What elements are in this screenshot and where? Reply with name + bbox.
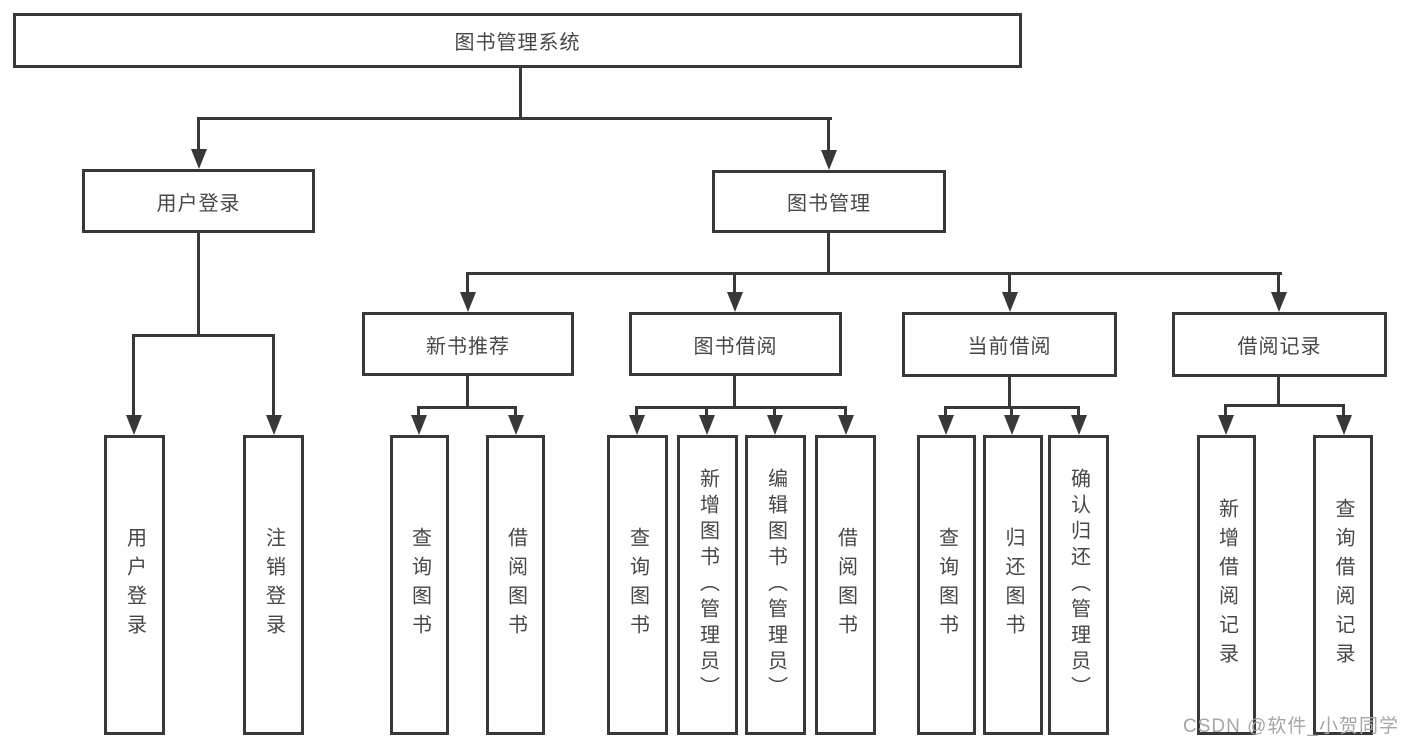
connector-line [773,406,776,418]
arrow-down [508,415,524,435]
connector-line [944,406,947,418]
connector-line [519,66,522,120]
arrow-down [1004,415,1020,435]
arrow-down [727,292,743,312]
leaf-bb-borrow-books: 借阅图书 [815,435,876,735]
node-label: 新增图书（管理员） [696,468,719,702]
arrow-down [938,415,954,435]
connector-line [1008,272,1011,296]
node-label: 注销登录 [262,527,285,643]
leaf-br-query-record: 查询借阅记录 [1313,435,1373,735]
leaf-nb-borrow-books: 借阅图书 [486,435,545,735]
connector-line [733,272,736,296]
connector-line [132,334,275,337]
leaf-user-login: 用户登录 [104,435,165,735]
node-label: 借阅图书 [504,527,527,643]
leaf-br-add-record: 新增借阅记录 [1197,435,1256,735]
connector-line [466,376,469,409]
connector-line [635,406,638,418]
connector-line [827,117,830,154]
arrow-down [1271,292,1287,312]
node-label: 查询借阅记录 [1332,498,1354,672]
node-borrow-records: 借阅记录 [1172,312,1387,377]
arrow-down [266,415,282,435]
leaf-cb-confirm-return-admin: 确认归还（管理员） [1048,435,1109,735]
csdn-watermark: CSDN @软件_小贺同学 [1183,716,1399,737]
connector-line [514,406,517,418]
connector-line [417,406,517,409]
arrow-down [821,150,837,170]
node-label: 用户登录 [123,527,146,643]
node-label: 图书管理系统 [454,32,581,54]
connector-line [827,233,830,275]
connector-line [733,376,736,409]
arrow-down [191,149,207,169]
node-label: 查询图书 [935,527,958,643]
node-label: 查询图书 [408,527,431,643]
node-label: 编辑图书（管理员） [764,468,787,702]
arrow-down [1002,292,1018,312]
leaf-bb-add-books-admin: 新增图书（管理员） [677,435,738,735]
connector-line [1277,376,1280,407]
connector-line [197,117,832,120]
connector-line [466,272,1282,275]
connector-line [1224,404,1227,418]
connector-line [1224,404,1345,407]
arrow-down [699,415,715,435]
arrow-down [1336,415,1352,435]
leaf-bb-query-books: 查询图书 [607,435,668,735]
leaf-bb-edit-books-admin: 编辑图书（管理员） [745,435,806,735]
connector-line [1277,272,1280,296]
connector-line [1077,406,1080,418]
node-user-login: 用户登录 [82,169,315,233]
node-label: 当前借阅 [967,336,1052,358]
leaf-cb-query-books: 查询图书 [917,435,976,735]
node-label: 借阅记录 [1237,336,1322,358]
node-label: 新书推荐 [426,335,510,358]
node-new-book-recommend: 新书推荐 [362,312,574,376]
connector-line [197,117,200,154]
node-current-borrow: 当前借阅 [902,312,1117,377]
leaf-logout: 注销登录 [243,435,304,735]
leaf-cb-return-books: 归还图书 [983,435,1043,735]
connector-line [466,272,469,296]
arrow-down [126,415,142,435]
arrow-down [460,292,476,312]
connector-line [844,406,847,418]
node-label: 图书管理 [787,193,871,215]
connector-line [1010,406,1013,418]
node-label: 查询图书 [626,527,649,643]
arrow-down [411,415,427,435]
arrow-down [629,415,645,435]
node-book-borrow: 图书借阅 [629,312,842,376]
arrow-down [838,415,854,435]
connector-line [1342,404,1345,418]
connector-line [197,233,200,337]
connector-line [635,406,847,409]
arrow-down [1071,415,1087,435]
arrow-down [1218,415,1234,435]
node-library-management-system: 图书管理系统 [13,13,1022,68]
node-label: 用户登录 [156,192,241,215]
node-label: 新增借阅记录 [1215,498,1238,672]
connector-line [132,334,135,419]
connector-line [272,334,275,419]
node-label: 归还图书 [1002,527,1024,643]
connector-line [417,406,420,418]
node-label: 确认归还（管理员） [1067,468,1090,702]
node-label: 借阅图书 [834,527,857,643]
connector-line [705,406,708,418]
arrow-down [767,415,783,435]
connector-line [1008,376,1011,409]
leaf-nb-query-books: 查询图书 [390,435,449,735]
node-label: 图书借阅 [693,335,778,358]
node-book-management: 图书管理 [712,170,946,233]
